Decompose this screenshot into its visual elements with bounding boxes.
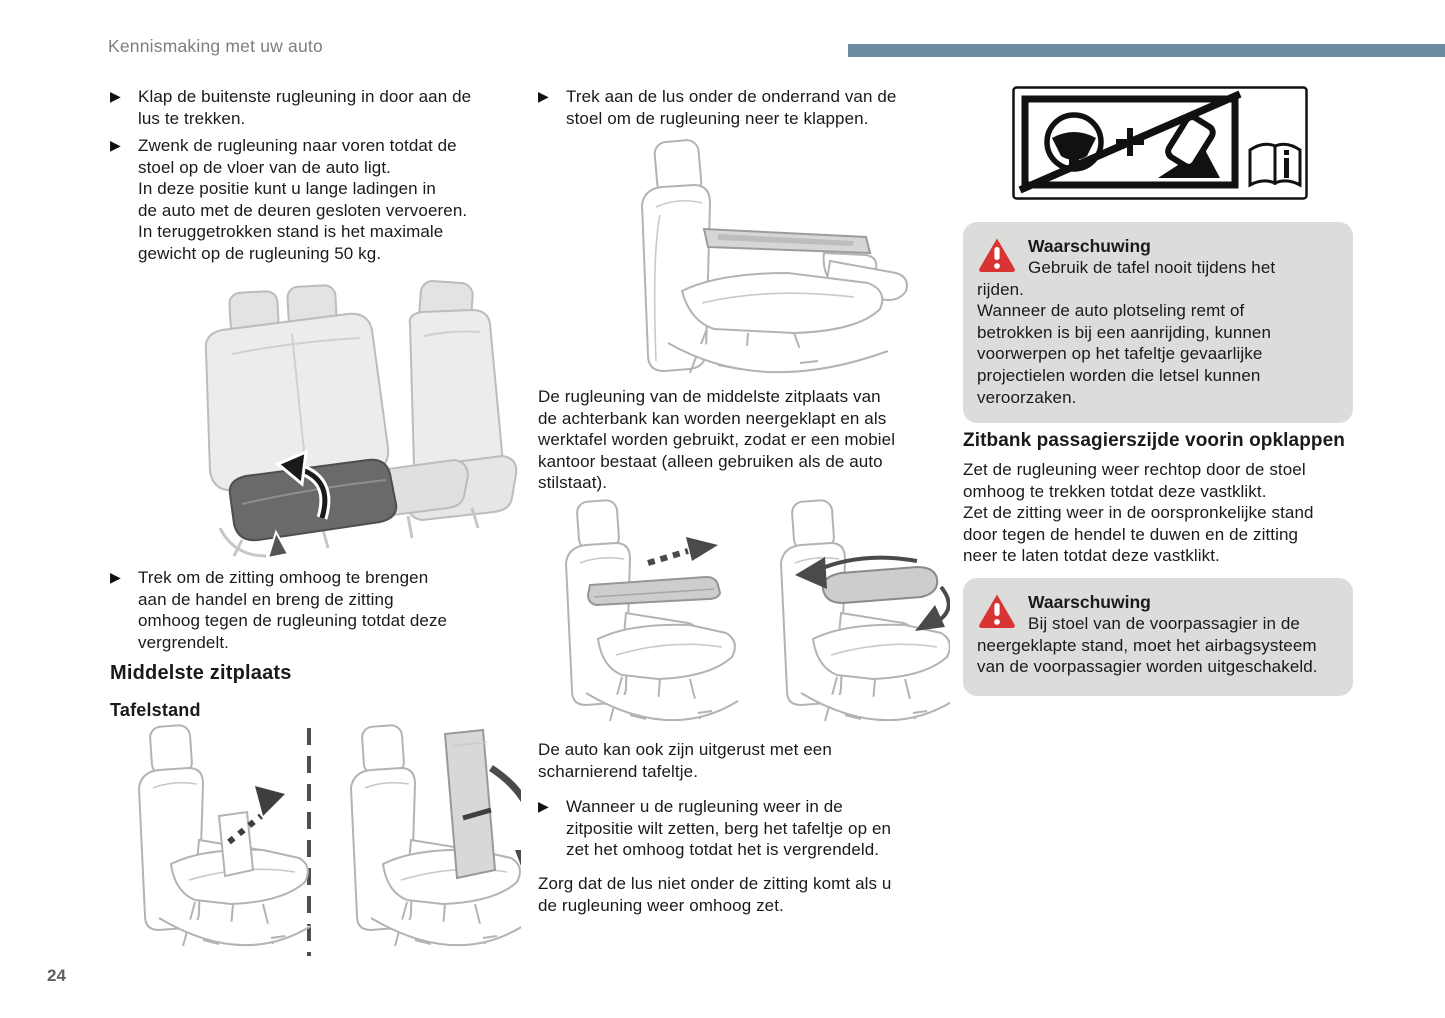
paragraph: De rugleuning van de middelste zitplaats… [538, 387, 896, 493]
warning-text: Bij stoel van de voorpassagier in de nee… [977, 614, 1318, 677]
handle-arrow-icon [266, 529, 290, 560]
paragraph: De auto kan ook zijn uitgerust met een s… [538, 740, 832, 781]
swivel-arrow-icon [795, 557, 827, 589]
fold-direction-arrow-icon [515, 850, 521, 866]
seat-fold-illustration [204, 280, 518, 560]
table-stand-step1 [138, 723, 312, 947]
section-heading: Zitbank passagierszijde voorin opklappen [963, 430, 1345, 451]
swivel-table-step [780, 498, 950, 722]
raised-seat-cushion [228, 458, 398, 542]
bullet-arrow-icon: ▶ [538, 88, 549, 104]
paragraph: Zorg dat de lus niet onder de zitting ko… [538, 874, 892, 915]
section-heading: Middelste zitplaats [110, 662, 292, 684]
folded-table-icon [1158, 114, 1220, 178]
middle-backrest-panel [443, 728, 497, 880]
table-stand-illustration [138, 723, 521, 956]
subsection-heading: Tafelstand [110, 700, 201, 720]
table-top [821, 565, 939, 605]
warning-triangle-icon [979, 594, 1015, 628]
instruction-bullet: ▶ Trek aan de lus onder de onderrand van… [538, 86, 938, 129]
sliding-swivel-table-illustration [565, 498, 950, 722]
warning-box: Waarschuwing Bij stoel van de voorpassag… [963, 578, 1353, 696]
owners-manual-book-icon [1248, 142, 1302, 188]
bullet-text: Zwenk de rugleuning naar voren totdat de… [138, 136, 468, 263]
bullet-arrow-icon: ▶ [110, 137, 121, 153]
bullet-arrow-icon: ▶ [110, 88, 121, 104]
prohibition-slash [1018, 90, 1242, 194]
sliding-table-step [565, 498, 739, 722]
page-number: 24 [47, 966, 66, 985]
bullet-text: Trek aan de lus onder de onderrand van d… [566, 87, 897, 128]
warning-title: Waarschuwing [1028, 236, 1151, 256]
paragraph: Zet de rugleuning weer rechtop door de s… [963, 460, 1314, 566]
bullet-text: Klap de buitenste rugleuning in door aan… [138, 87, 472, 128]
warning-triangle-icon [979, 238, 1015, 272]
bullet-arrow-icon: ▶ [110, 569, 121, 585]
instruction-bullet: ▶ Klap de buitenste rugleuning in door a… [110, 86, 510, 129]
fold-direction-arrow-icon [275, 449, 331, 520]
no-table-while-driving-pictogram [1012, 86, 1308, 200]
page-title: Kennismaking met uw auto [108, 36, 323, 56]
seat-cushion [680, 271, 884, 335]
swivel-arrow-icon [915, 605, 945, 631]
instruction-bullet: ▶ Trek om de zitting omhoog te brengen a… [110, 567, 510, 653]
warning-box: Waarschuwing Gebruik de tafel nooit tijd… [963, 222, 1353, 424]
instruction-bullet: ▶ Wanneer u de rugleuning weer in de zit… [538, 796, 938, 861]
instruction-bullet: ▶ Zwenk de rugleuning naar voren totdat … [110, 135, 510, 265]
bullet-text: Trek om de zitting omhoog te brengen aan… [138, 568, 448, 652]
bullet-arrow-icon: ▶ [538, 798, 549, 814]
table-stand-step2 [350, 723, 521, 947]
table-top [586, 575, 722, 607]
slide-direction-arrow-icon [686, 537, 718, 561]
bullet-text: Wanneer u de rugleuning weer in de zitpo… [566, 797, 892, 860]
header-accent-bar [848, 44, 1445, 57]
work-table-illustration [640, 139, 908, 374]
warning-text: Gebruik de tafel nooit tijdens het rijde… [977, 258, 1276, 407]
pull-direction-arrow-icon [255, 786, 285, 816]
warning-title: Waarschuwing [1028, 592, 1151, 612]
